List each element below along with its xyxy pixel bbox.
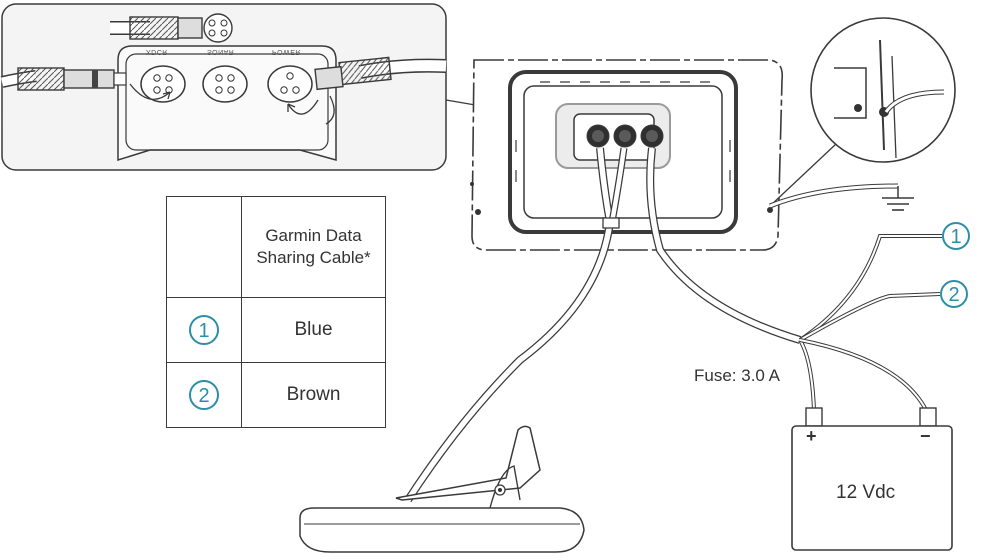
connector-detail-inset xyxy=(0,3,447,171)
battery-drawing xyxy=(791,407,953,551)
ground-icon xyxy=(769,183,914,211)
power-cable-connector-icon xyxy=(287,56,447,125)
port-sonar xyxy=(202,65,248,103)
cable-connector-icon xyxy=(0,67,171,100)
port-label-power: POWER xyxy=(272,48,301,55)
cable-color-table: Garmin Data Sharing Cable* 1 Blue 2 Brow… xyxy=(166,196,386,428)
row-marker-1: 1 xyxy=(189,315,219,345)
wire-color-1: Blue xyxy=(241,297,386,363)
port-label-sonar: SONAR xyxy=(207,48,235,55)
battery-positive-terminal: + xyxy=(806,426,817,446)
battery-voltage-label: 12 Vdc xyxy=(836,482,896,503)
table-row: 1 Blue xyxy=(166,297,386,363)
wire-color-2: Brown xyxy=(241,362,386,428)
table-header-blank xyxy=(166,196,242,298)
table-row: 2 Brown xyxy=(166,362,386,428)
table-header: Garmin Data Sharing Cable* xyxy=(241,196,386,298)
ground-detail-callout xyxy=(769,17,956,207)
table-header-row: Garmin Data Sharing Cable* xyxy=(166,196,386,298)
transducer-icon xyxy=(299,425,585,553)
battery-negative-terminal: − xyxy=(920,426,931,446)
port-label-xdcr: XDCR xyxy=(146,48,168,55)
row-marker-2: 2 xyxy=(189,380,219,410)
wire-marker-2: 2 xyxy=(940,280,968,308)
sonar-cable-connector-icon xyxy=(110,13,233,43)
cable-bundle xyxy=(404,147,942,503)
fuse-label: Fuse: 3.0 A xyxy=(694,366,780,385)
port-power xyxy=(267,65,313,103)
wire-marker-1: 1 xyxy=(942,222,970,250)
